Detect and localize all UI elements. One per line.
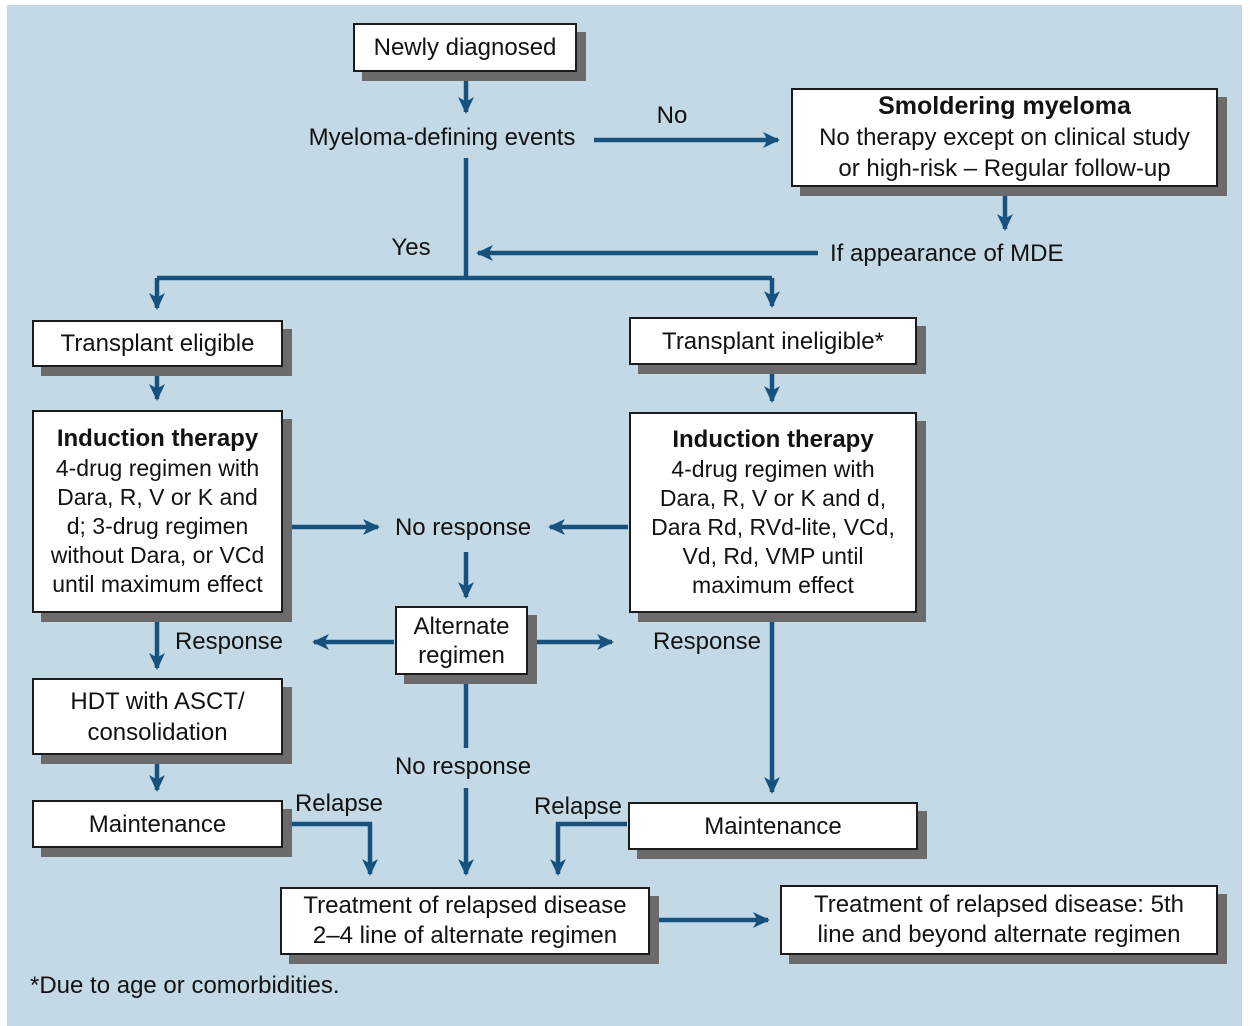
label-myeloma-defining-events: Myeloma-defining events (308, 124, 576, 151)
node-newly-diagnosed-label: Newly diagnosed (373, 34, 557, 61)
node-smoldering-title: Smoldering myeloma (878, 92, 1131, 120)
label-if-appearance-mde: If appearance of MDE (830, 240, 1064, 267)
label-response-left: Response (174, 628, 284, 655)
node-treatment-relapsed-5th-label: Treatment of relapsed disease: 5th line … (814, 891, 1184, 948)
label-yes: Yes (391, 234, 431, 261)
node-induction-right-title: Induction therapy (672, 426, 874, 453)
footnote: *Due to age or comorbidities. (30, 972, 340, 999)
node-induction-left: Induction therapy 4-drug regimen with Da… (32, 410, 283, 613)
label-relapse-left: Relapse (294, 790, 384, 817)
node-induction-left-body: 4-drug regimen with Dara, R, V or K and … (50, 455, 265, 597)
node-induction-right-body: 4-drug regimen with Dara, R, V or K and … (651, 456, 895, 598)
label-relapse-right: Relapse (533, 793, 623, 820)
node-maintenance-left: Maintenance (32, 800, 283, 848)
label-no-response-top: No response (394, 514, 532, 541)
node-hdt-asct-label: HDT with ASCT/ consolidation (70, 687, 245, 746)
label-no: No (656, 102, 688, 129)
label-no-response-bottom: No response (394, 753, 532, 780)
node-transplant-eligible-label: Transplant eligible (60, 330, 255, 357)
node-transplant-ineligible-label: Transplant ineligible* (662, 327, 884, 355)
node-treatment-relapsed-2-4-label: Treatment of relapsed disease 2–4 line o… (303, 892, 627, 949)
node-newly-diagnosed: Newly diagnosed (353, 23, 577, 72)
node-smoldering-myeloma: Smoldering myeloma No therapy except on … (791, 88, 1218, 187)
node-induction-right: Induction therapy 4-drug regimen with Da… (629, 412, 917, 613)
node-treatment-relapsed-2-4: Treatment of relapsed disease 2–4 line o… (280, 887, 650, 955)
label-response-right: Response (652, 628, 762, 655)
node-alternate-regimen-label: Alternate regimen (413, 612, 510, 669)
node-transplant-eligible: Transplant eligible (32, 320, 283, 367)
node-maintenance-right: Maintenance (628, 802, 918, 850)
node-transplant-ineligible: Transplant ineligible* (629, 317, 917, 365)
node-hdt-asct: HDT with ASCT/ consolidation (32, 678, 283, 755)
node-maintenance-right-label: Maintenance (704, 812, 842, 840)
node-smoldering-body: No therapy except on clinical study or h… (819, 124, 1190, 182)
node-treatment-relapsed-5th: Treatment of relapsed disease: 5th line … (780, 885, 1218, 955)
node-alternate-regimen: Alternate regimen (395, 606, 528, 675)
node-maintenance-left-label: Maintenance (88, 810, 227, 838)
node-induction-left-title: Induction therapy (56, 425, 259, 452)
